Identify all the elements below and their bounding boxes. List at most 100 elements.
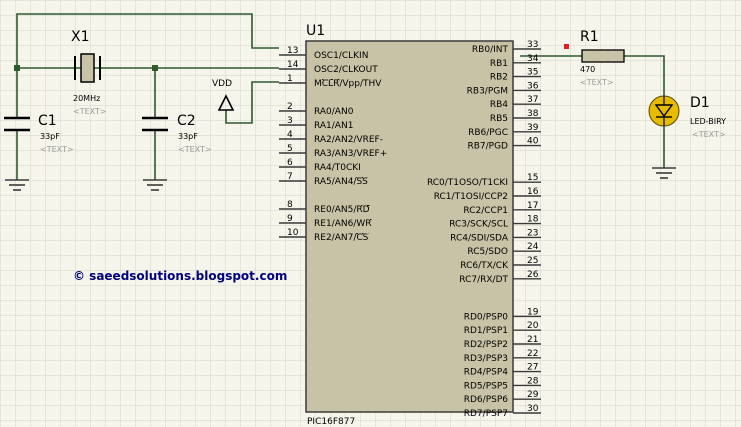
junction-dot xyxy=(14,65,20,71)
ground-c2 xyxy=(143,179,167,191)
pin-label: RC7/RX/DT xyxy=(459,275,508,285)
pin-label: RA0/AN0 xyxy=(314,107,354,117)
mcu-ref: U1 xyxy=(306,23,325,39)
pin-label: MCLR/Vpp/THV xyxy=(314,79,382,89)
pin-number: 36 xyxy=(527,81,539,91)
pin-number: 4 xyxy=(287,130,293,140)
vdd-terminal[interactable]: VDD xyxy=(212,79,235,111)
r1-ref: R1 xyxy=(580,29,599,45)
pin-label: RC5/SDO xyxy=(467,247,508,257)
pin-label: RD7/PSP7 xyxy=(464,409,508,419)
c1-value: 33pF xyxy=(40,132,60,141)
capacitor-c2[interactable]: C2 33pF <TEXT> xyxy=(142,113,212,154)
pin-number: 22 xyxy=(527,349,538,359)
mcu-right-pins: 33RB0/INT34RB135RB236RB3/PGM37RB438RB539… xyxy=(427,40,541,419)
d1-ref: D1 xyxy=(690,95,710,111)
pin-label: RB6/PGC xyxy=(468,128,508,138)
pin-number: 10 xyxy=(287,228,299,238)
pin-label: RB5 xyxy=(490,114,508,124)
c2-ref: C2 xyxy=(177,113,196,129)
pin-number: 33 xyxy=(527,40,538,50)
wire-mclr[interactable] xyxy=(225,81,279,124)
pin-label: RD0/PSP0 xyxy=(464,312,509,322)
pin-number: 17 xyxy=(527,201,538,211)
r1-value: 470 xyxy=(580,65,595,74)
pin-number: 3 xyxy=(287,116,293,126)
pin-number: 6 xyxy=(287,158,293,168)
wire-osc1[interactable] xyxy=(16,13,279,68)
led-d1[interactable]: D1 LED-BIRY <TEXT> xyxy=(648,95,726,139)
d1-value: LED-BIRY xyxy=(690,117,726,126)
pin-label: RB1 xyxy=(490,59,508,69)
pin-label: RA1/AN1 xyxy=(314,121,353,131)
ground-led xyxy=(652,167,676,179)
junctions xyxy=(14,65,158,71)
pin-number: 8 xyxy=(287,200,293,210)
pin-label: RE1/AN6/WR xyxy=(314,219,372,229)
pin-label: RA4/T0CKI xyxy=(314,163,361,173)
pin-number: 2 xyxy=(287,102,293,112)
crystal-value: 20MHz xyxy=(73,94,100,103)
pin-number: 18 xyxy=(527,215,539,225)
mcu-package: PIC16F877 xyxy=(307,417,355,427)
pin-label: RA5/AN4/SS xyxy=(314,177,368,187)
pin-number: 7 xyxy=(287,172,293,182)
pin-label: RC6/TX/CK xyxy=(460,261,509,271)
pin-number: 28 xyxy=(527,376,539,386)
pin-number: 29 xyxy=(527,390,539,400)
crystal-x1[interactable]: X1 20MHz <TEXT> xyxy=(71,29,107,116)
resistor-r1[interactable]: R1 470 <TEXT> xyxy=(564,29,625,87)
pin-label: RE0/AN5/RD xyxy=(314,205,370,215)
pin-label: RC2/CCP1 xyxy=(463,206,508,216)
crystal-text-field: <TEXT> xyxy=(73,107,107,116)
mcu-u1[interactable]: U1 PIC16F877 xyxy=(305,23,514,427)
pin-number: 5 xyxy=(287,144,293,154)
pin-number: 40 xyxy=(527,137,539,147)
pin-number: 26 xyxy=(527,270,539,280)
pin-label: OSC1/CLKIN xyxy=(314,51,368,61)
wire-r1-led[interactable] xyxy=(624,55,665,96)
pin-number: 9 xyxy=(287,214,293,224)
capacitor-c1[interactable]: C1 33pF <TEXT> xyxy=(4,113,74,154)
pin-label: RB3/PGM xyxy=(467,86,508,96)
pin-label: RD1/PSP1 xyxy=(464,326,508,336)
